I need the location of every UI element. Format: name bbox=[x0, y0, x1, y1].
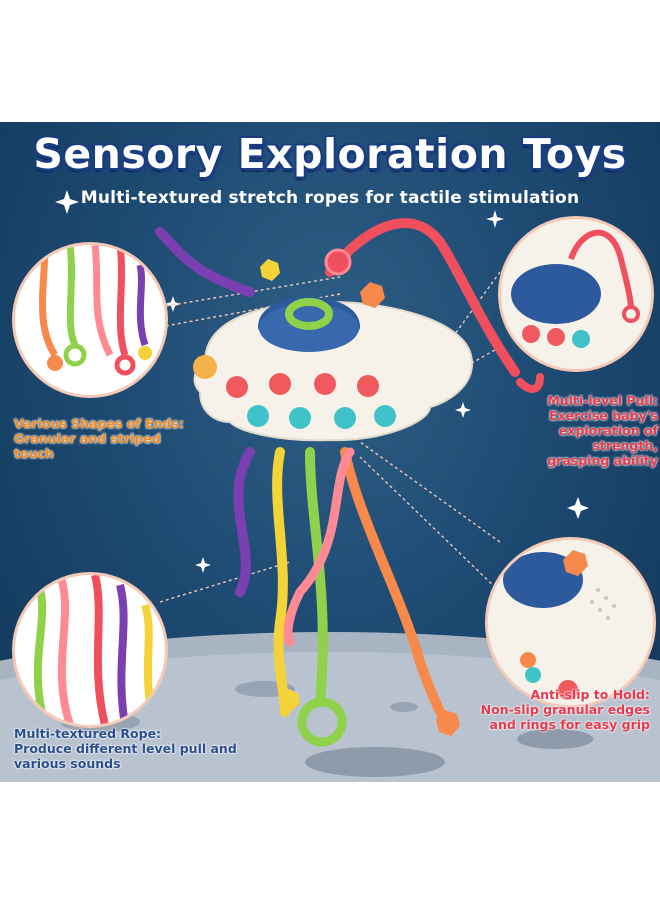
product-banner bbox=[0, 122, 660, 782]
callout-multi-level-pull: Multi-level Pull: Exercise baby's explor… bbox=[498, 393, 658, 468]
callout-heading: Multi-textured Rope: bbox=[14, 726, 162, 741]
callout-textured-rope: Multi-textured Rope: Produce different l… bbox=[14, 726, 254, 771]
callout-line: various sounds bbox=[14, 756, 121, 771]
yellow-flower-end bbox=[280, 689, 300, 711]
callout-line: Non-slip granular edges bbox=[480, 702, 650, 717]
page-title: Sensory Exploration Toys bbox=[33, 130, 627, 178]
callout-heading: Multi-level Pull: bbox=[547, 393, 658, 408]
callout-line: grasping ability bbox=[547, 453, 658, 468]
inset-pull bbox=[498, 216, 654, 372]
callout-line: Produce different level pull and bbox=[14, 741, 237, 756]
callout-line: and rings for easy grip bbox=[489, 717, 650, 732]
toy-illustration bbox=[0, 190, 660, 782]
silicone-ropes bbox=[155, 218, 544, 727]
callout-shapes-of-ends: Various Shapes of Ends: Granular and str… bbox=[14, 416, 204, 461]
inset-rope-ends bbox=[12, 242, 168, 398]
ufo-toy bbox=[193, 248, 473, 442]
inset-anti-slip bbox=[485, 537, 656, 708]
page-subtitle: Multi-textured stretch ropes for tactile… bbox=[80, 188, 580, 208]
callout-line: exploration of strength, bbox=[558, 423, 658, 453]
callout-heading: Various Shapes of Ends: bbox=[14, 416, 184, 431]
orange-flower-end bbox=[436, 710, 460, 736]
green-ring-end bbox=[297, 697, 347, 747]
callout-body: Granular and striped touch bbox=[14, 431, 161, 461]
callout-anti-slip: Anti-slip to Hold: Non-slip granular edg… bbox=[462, 687, 650, 732]
callout-heading: Anti-slip to Hold: bbox=[530, 687, 650, 702]
inset-textured-rope bbox=[12, 572, 168, 728]
callout-line: Exercise baby's bbox=[549, 408, 658, 423]
